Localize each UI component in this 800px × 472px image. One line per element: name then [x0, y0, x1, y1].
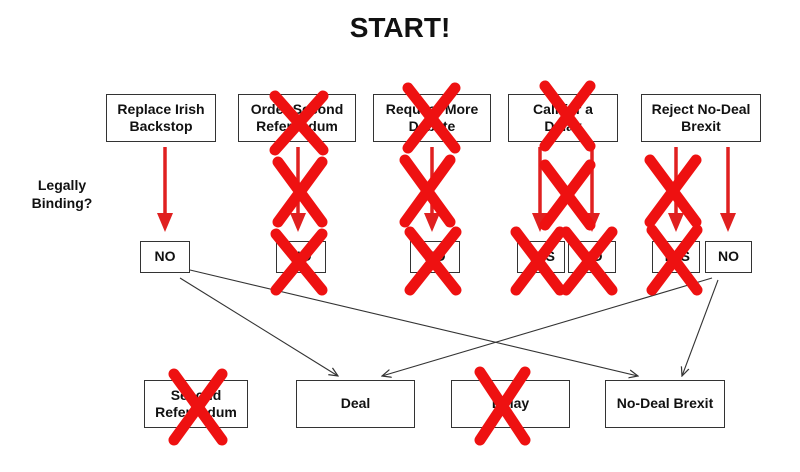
- legally-binding-label: Legally Binding?: [12, 176, 112, 212]
- x-mark: [399, 154, 456, 228]
- option-replace-irish-backstop: Replace Irish Backstop: [106, 94, 216, 142]
- option-label: Replace Irish Backstop: [117, 100, 205, 135]
- x-mark: [539, 80, 596, 152]
- x-mark: [560, 226, 618, 296]
- legally-binding-text: Legally Binding?: [31, 177, 93, 212]
- x-mark: [510, 226, 566, 296]
- x-mark: [168, 368, 228, 446]
- connector-arrow: [189, 269, 638, 376]
- red-arrow: [720, 147, 736, 232]
- x-mark: [539, 159, 596, 231]
- diagram-title: START!: [349, 12, 451, 43]
- x-mark: [270, 228, 328, 296]
- connector-arrow: [682, 279, 719, 376]
- answer-label: NO: [154, 248, 176, 265]
- answer-label: NO: [718, 248, 739, 265]
- x-mark: [644, 154, 702, 228]
- x-mark: [272, 156, 328, 228]
- x-mark: [269, 90, 329, 156]
- answer-box: NO: [140, 241, 190, 273]
- option-reject-no-deal-brexit: Reject No-Deal Brexit: [641, 94, 761, 142]
- x-mark: [404, 226, 462, 296]
- outcome-no-deal-brexit: No-Deal Brexit: [605, 380, 725, 428]
- red-arrow: [157, 147, 173, 232]
- outcome-label: No-Deal Brexit: [616, 395, 714, 412]
- x-mark: [402, 82, 461, 154]
- connector-arrow: [382, 277, 713, 376]
- connector-arrow: [179, 277, 338, 376]
- outcome-deal: Deal: [296, 380, 415, 428]
- outcome-label: Deal: [340, 395, 371, 412]
- answer-box: NO: [705, 241, 752, 273]
- option-label: Reject No-Deal Brexit: [651, 100, 751, 135]
- x-mark: [474, 366, 531, 446]
- x-mark: [646, 224, 703, 296]
